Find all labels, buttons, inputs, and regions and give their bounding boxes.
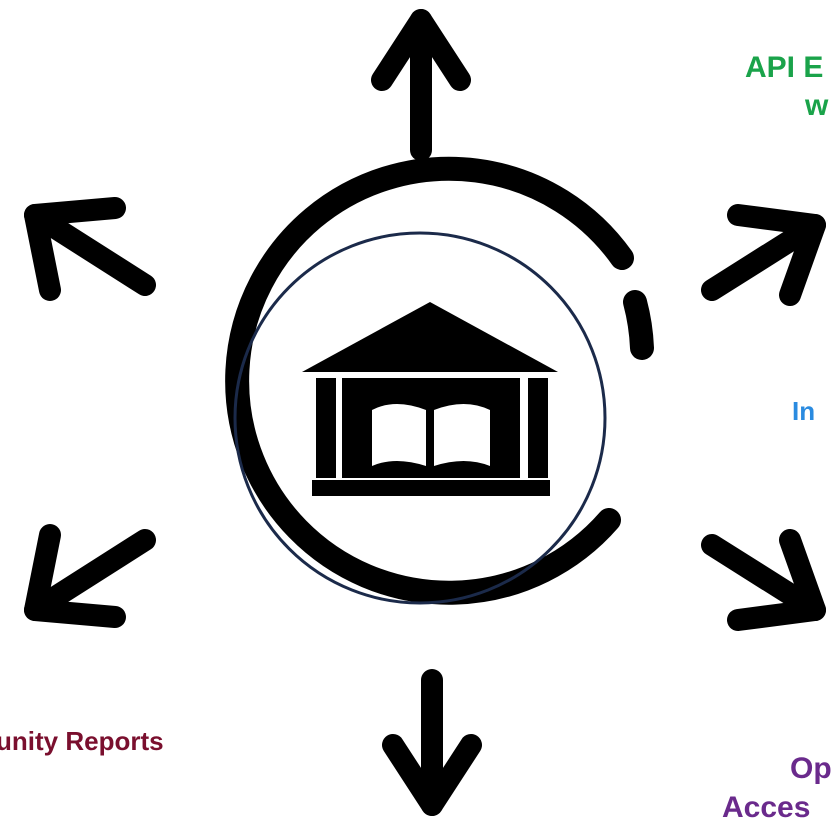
outer-ring-tail (623, 290, 654, 360)
inner-circle (233, 231, 607, 605)
arrow-up-left-icon (24, 197, 156, 301)
arrow-up-icon (371, 9, 471, 161)
arrow-down-right-icon (701, 529, 826, 631)
label-community-reports: unity Reports (0, 726, 164, 756)
outer-ring (225, 156, 634, 605)
arrow-down-left-icon (24, 524, 156, 628)
label-api-line2: w (805, 89, 829, 122)
label-open-line2: Acces (722, 791, 811, 824)
arrow-down-icon (382, 669, 482, 816)
arrow-up-right-icon (701, 204, 826, 306)
label-integration: In (792, 396, 816, 426)
label-api-line1: API E (745, 51, 824, 84)
library-building-with-open-book-icon (302, 302, 558, 496)
label-open-line1: Op (790, 752, 832, 785)
